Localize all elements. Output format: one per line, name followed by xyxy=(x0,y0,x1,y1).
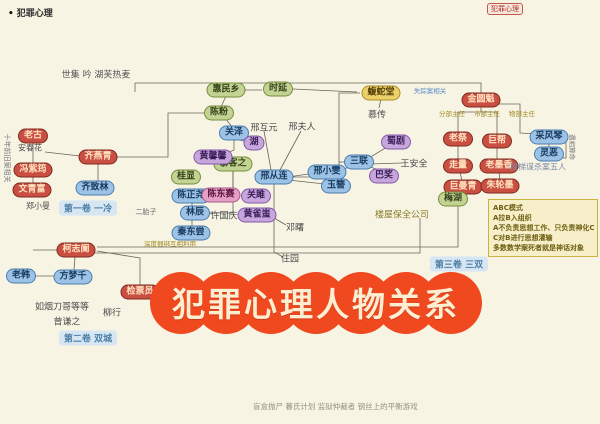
graph-node[interactable]: 邢从连 xyxy=(254,169,294,185)
text-label: 物部主任 xyxy=(509,110,535,118)
graph-node[interactable]: 老古 xyxy=(17,128,49,144)
text-label: 分部主任 xyxy=(439,110,465,118)
graph-node[interactable]: 老韩 xyxy=(5,268,37,284)
graph-node[interactable]: 灵恶 xyxy=(533,146,565,162)
page-title: •犯罪心理 xyxy=(8,6,53,19)
text-label: 邢互元 xyxy=(250,123,278,134)
edge-line xyxy=(279,130,302,171)
graph-node[interactable]: 文青富 xyxy=(12,182,52,198)
edge-line xyxy=(273,184,284,258)
graph-node[interactable]: 蜀剧 xyxy=(380,134,412,150)
edge-line xyxy=(220,95,227,108)
graph-node[interactable]: 秦东尝 xyxy=(171,225,211,241)
graph-node[interactable]: 朱轮墨 xyxy=(480,178,520,194)
title-bump-circle xyxy=(420,272,482,334)
graph-node[interactable]: 陈东赛 xyxy=(201,187,241,203)
text-label: 邢夫人 xyxy=(288,122,316,133)
edge-line xyxy=(287,179,326,185)
graph-node[interactable]: 陈正尧 xyxy=(171,188,211,204)
graph-node[interactable]: 黄馨馨 xyxy=(193,149,233,165)
graph-node[interactable]: 巨帮 xyxy=(481,133,513,149)
graph-node[interactable]: 柯志阑 xyxy=(56,242,96,258)
graph-node[interactable]: 老墨香 xyxy=(479,158,519,174)
graph-node[interactable]: 梅湖 xyxy=(437,191,469,207)
graph-node[interactable]: 采风琴 xyxy=(529,129,569,145)
volume-tag[interactable]: 第三卷 三双 xyxy=(429,256,489,272)
graph-node[interactable]: 关雎 xyxy=(240,188,272,204)
graph-node[interactable]: 湖 xyxy=(243,135,265,151)
graph-node[interactable]: 蝮蛇堂 xyxy=(361,85,401,101)
text-label: 遇相算命 xyxy=(568,134,576,160)
graph-node[interactable]: 林辰 xyxy=(179,205,211,221)
edge-line xyxy=(368,162,403,165)
footer-case-list: 盲盒抛尸 暮氏计划 监狱仲裁者 钢丝上的平衡游戏 xyxy=(253,402,418,411)
note-line: 多数数学案死者就是神话对象 xyxy=(493,244,584,252)
graph-node[interactable]: 走量 xyxy=(442,158,474,174)
edge-line xyxy=(73,256,76,271)
graph-node[interactable]: 桂显 xyxy=(170,169,202,185)
graph-node[interactable]: 齐致林 xyxy=(75,180,115,196)
edge-line xyxy=(44,151,81,157)
text-label: 楼屋保全公司 xyxy=(374,210,430,221)
graph-node[interactable]: 金圆魁 xyxy=(461,92,501,108)
graph-node[interactable]: 方梦千 xyxy=(53,269,93,285)
text-label: 如烟刀哥等等 xyxy=(34,302,90,313)
edge-line xyxy=(80,218,421,254)
edge-line xyxy=(207,170,234,214)
edge-line xyxy=(378,98,382,109)
edge-line xyxy=(135,82,482,93)
graph-node[interactable]: 邢小雯 xyxy=(307,164,347,180)
graph-node[interactable]: 陈粉 xyxy=(203,105,235,121)
graph-node[interactable]: 关泽 xyxy=(218,125,250,141)
text-label: 曾谦之 xyxy=(53,317,81,328)
text-label: 慕传 xyxy=(367,110,387,121)
abc-note-box: ABC模式 A拉B入组织 A不负责思想工作、只负责神化C C对B进行思想灌输多数数学案… xyxy=(488,199,598,257)
graph-node[interactable]: 齐燕青 xyxy=(78,149,118,165)
edge-line xyxy=(494,103,539,135)
text-label: 市部主任 xyxy=(474,110,500,118)
text-label: 楼梯谋杀案五人 xyxy=(510,162,566,172)
bullet-icon: • xyxy=(8,9,14,19)
graph-node[interactable]: 黄雀蚩 xyxy=(237,207,277,223)
note-line: A不负责思想工作、只负责神化C xyxy=(493,224,595,232)
text-label: 王安全 xyxy=(400,159,428,170)
text-label: 失踪案相关 xyxy=(413,87,447,95)
text-label: 郑小曼 xyxy=(26,201,50,211)
note-line: A拉B入组织 xyxy=(493,214,532,222)
text-label: 许国庆 xyxy=(210,211,238,222)
graph-node[interactable]: 惠民乡 xyxy=(206,82,246,98)
graph-node[interactable]: 老祭 xyxy=(442,131,474,147)
text-label: 十年前旧案相关 xyxy=(3,133,11,183)
edge-line xyxy=(292,88,358,93)
main-title-bubble: 犯罪心理人物关系 xyxy=(150,272,482,334)
edge-line xyxy=(457,111,481,133)
graph-node[interactable]: 冯紫筠 xyxy=(13,162,53,178)
volume-tag[interactable]: 第一卷 一冷 xyxy=(58,200,118,216)
text-label: 柳行 xyxy=(102,308,122,319)
graph-node[interactable]: 时延 xyxy=(262,81,294,97)
graph-node[interactable]: 三联 xyxy=(343,154,375,170)
note-line: C对B进行思想灌输 xyxy=(493,234,553,242)
edge-line xyxy=(481,111,498,135)
main-title-text: 犯罪心理人物关系 xyxy=(172,285,460,325)
edge-line xyxy=(263,130,272,171)
edge-line xyxy=(112,112,206,158)
text-label: 邓曙 xyxy=(285,223,305,234)
volume-tag[interactable]: 第二卷 双城 xyxy=(58,330,118,346)
text-label: 二胎子 xyxy=(135,208,157,216)
edge-line xyxy=(96,250,141,286)
corner-badge[interactable]: 犯罪心理 xyxy=(487,3,523,15)
text-label: 深度捆绑互相利用 xyxy=(144,240,196,248)
text-label: 住园 xyxy=(280,254,300,265)
page-title-text: 犯罪心理 xyxy=(16,9,53,19)
text-label: 安春花 xyxy=(18,143,42,153)
text-label: 世集 吟 湖芙热麦 xyxy=(61,70,131,81)
graph-node[interactable]: 巴奖 xyxy=(368,168,400,184)
edge-line xyxy=(97,193,459,248)
graph-node[interactable]: 玉簪 xyxy=(320,178,352,194)
note-line: ABC模式 xyxy=(493,204,523,212)
